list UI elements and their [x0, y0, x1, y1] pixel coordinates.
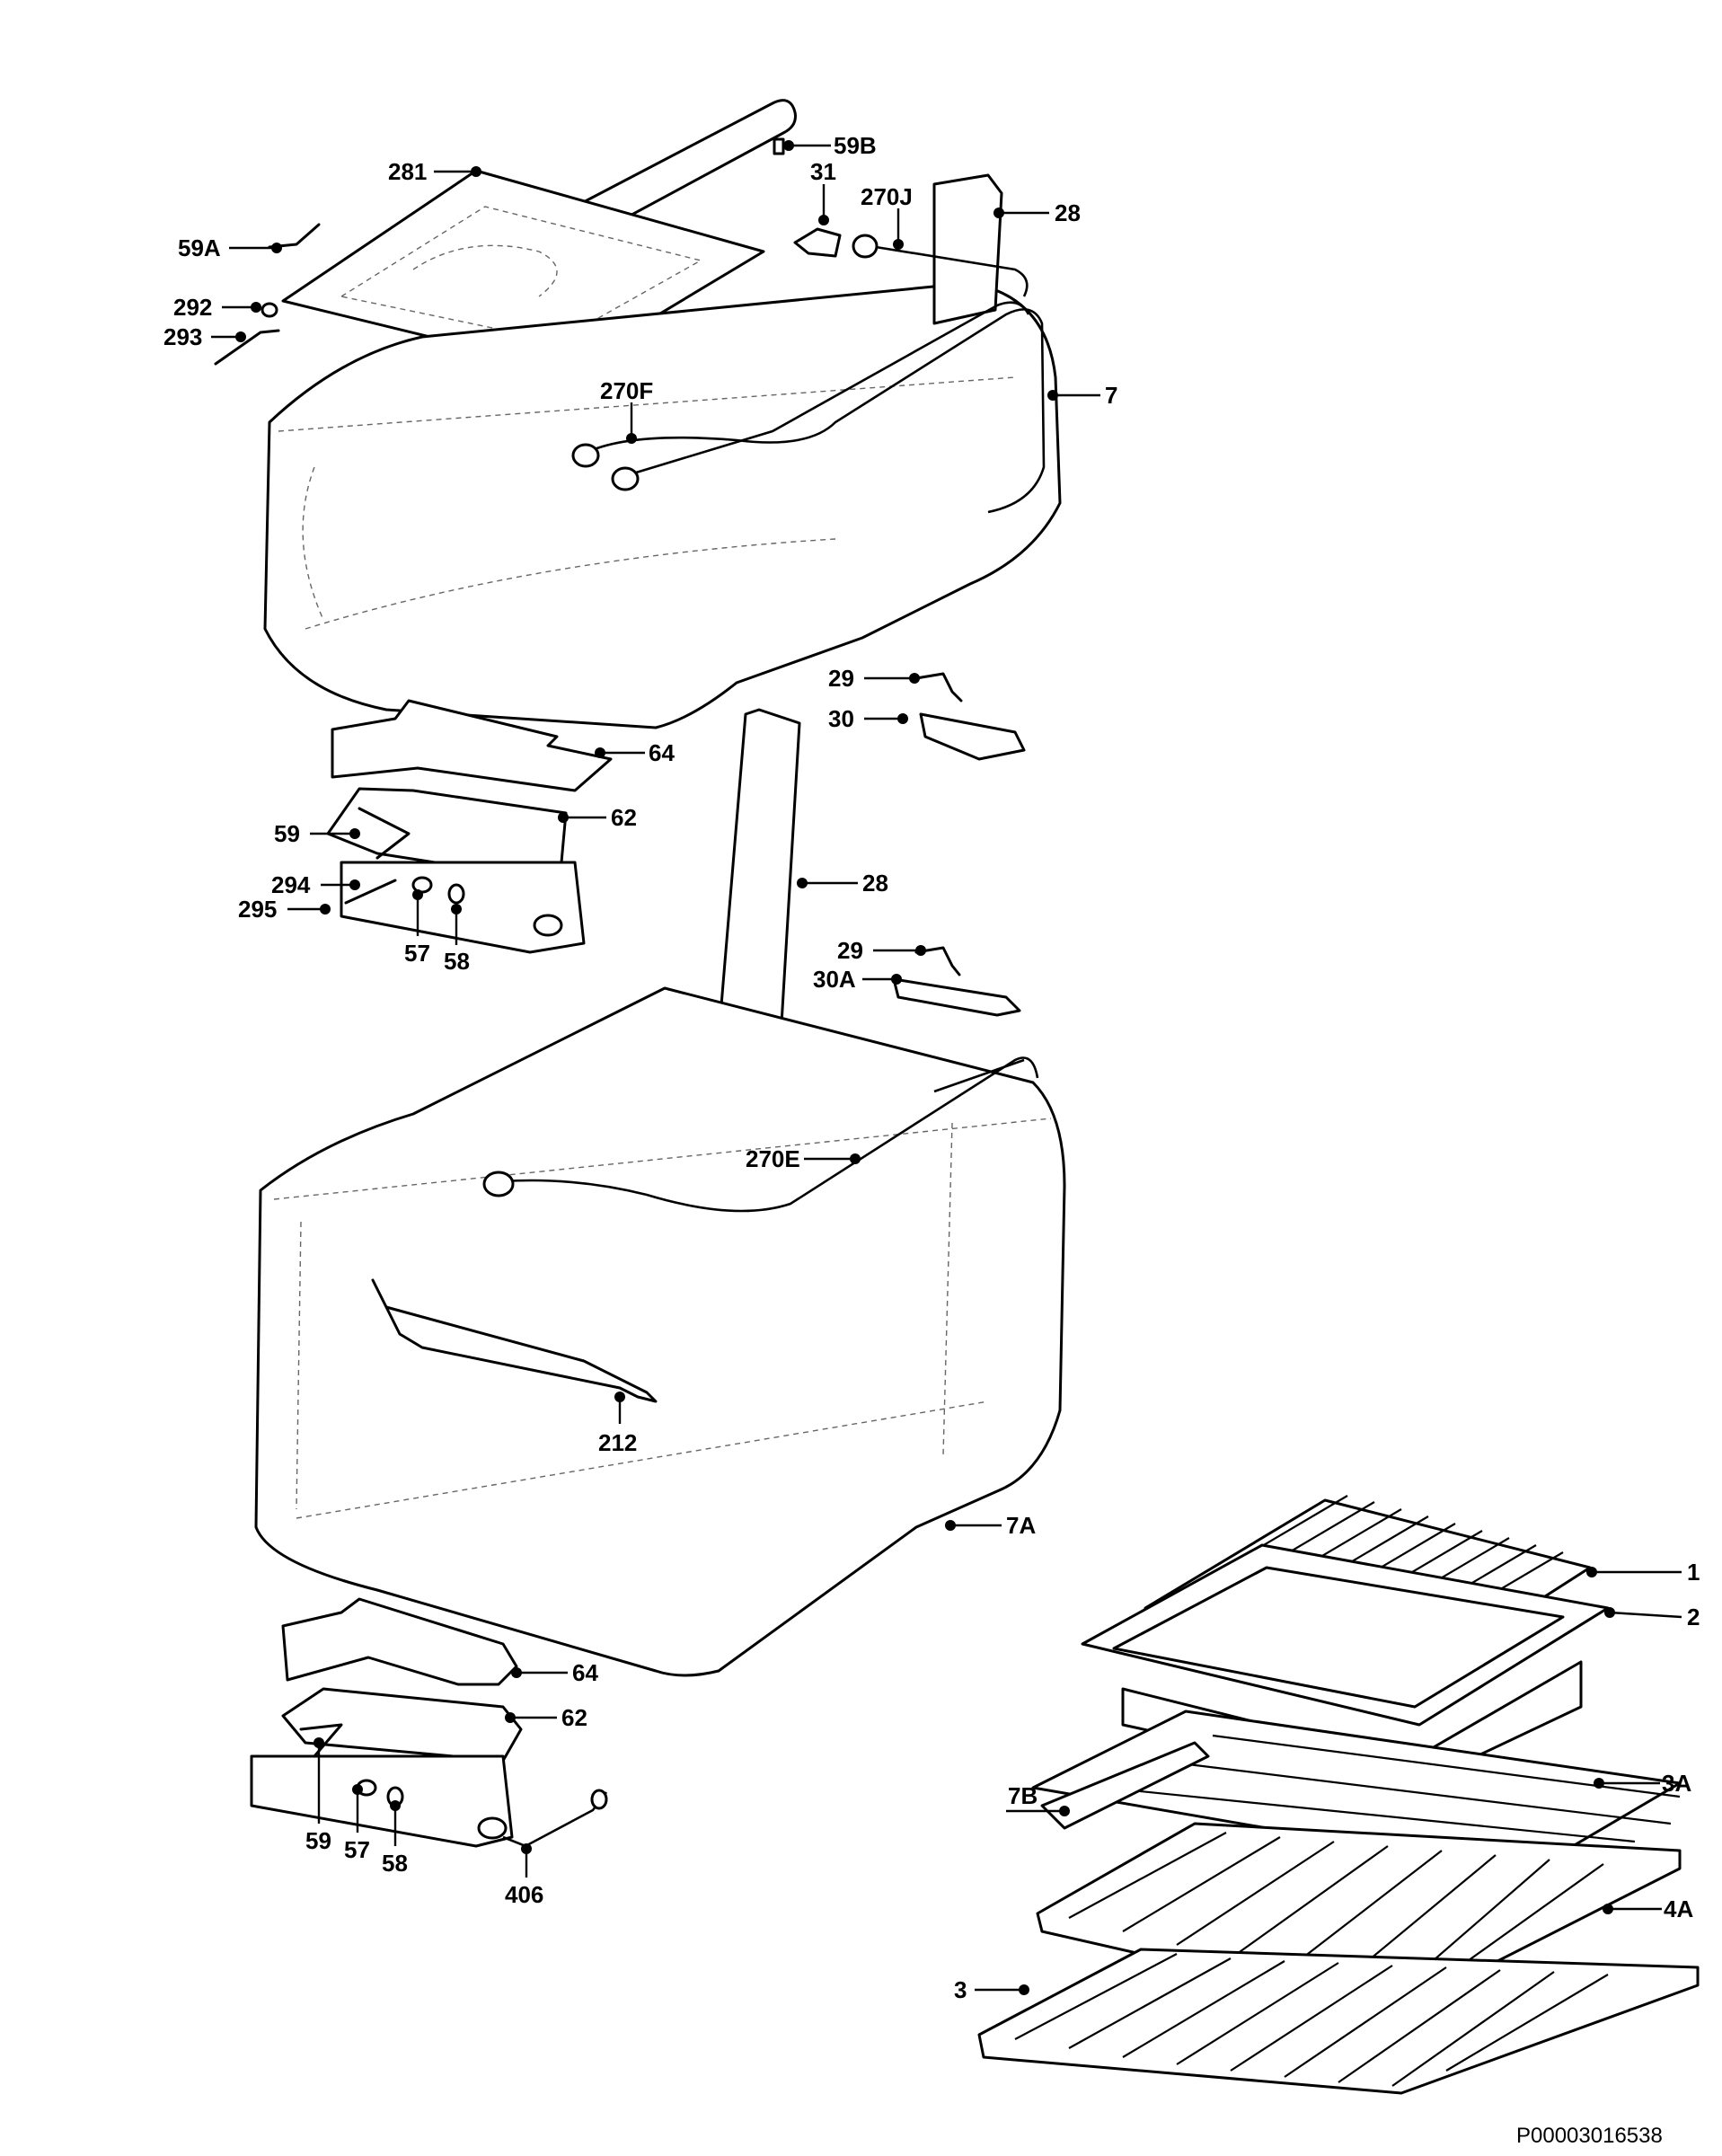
callout-294: 294 — [271, 871, 360, 898]
callout-7a: 7A — [945, 1512, 1036, 1539]
label-3a: 3A — [1662, 1770, 1691, 1797]
label-58-lower: 58 — [382, 1850, 408, 1877]
callout-28-middle: 28 — [797, 870, 888, 897]
callout-30: 30 — [828, 705, 908, 732]
label-7: 7 — [1105, 382, 1117, 409]
callout-58-upper: 58 — [444, 904, 470, 975]
accessory-racks — [977, 1495, 1700, 2095]
lower-bracket-assembly — [250, 1597, 608, 1848]
callout-7: 7 — [1047, 382, 1117, 409]
label-212: 212 — [598, 1429, 637, 1456]
callout-281: 281 — [388, 158, 481, 185]
label-29-lower: 29 — [837, 937, 863, 964]
label-64-upper: 64 — [649, 739, 675, 766]
label-31: 31 — [810, 158, 836, 185]
label-28-middle: 28 — [862, 870, 888, 897]
label-62-upper: 62 — [611, 804, 637, 831]
label-4a: 4A — [1664, 1895, 1693, 1922]
callout-62-lower: 62 — [505, 1704, 587, 1731]
callout-270e: 270E — [746, 1145, 861, 1172]
upper-oven-cavity — [214, 99, 1062, 729]
label-281: 281 — [388, 158, 427, 185]
callout-3a: 3A — [1594, 1770, 1691, 1797]
label-270f: 270F — [600, 377, 653, 404]
callout-270f: 270F — [600, 377, 653, 444]
callout-29-lower: 29 — [837, 937, 926, 964]
label-2: 2 — [1687, 1604, 1700, 1630]
label-30a: 30A — [813, 966, 856, 993]
callout-62-upper: 62 — [558, 804, 637, 831]
callout-64-lower: 64 — [511, 1659, 598, 1686]
label-3: 3 — [954, 1976, 967, 2003]
label-59a: 59A — [178, 234, 221, 261]
callout-270j: 270J — [861, 183, 913, 250]
label-293: 293 — [163, 323, 202, 350]
callout-57-lower: 57 — [344, 1784, 370, 1863]
callout-295: 295 — [238, 896, 331, 923]
callout-64-upper: 64 — [595, 739, 675, 766]
label-295: 295 — [238, 896, 277, 923]
callout-3: 3 — [954, 1976, 1029, 2003]
label-29-upper: 29 — [828, 665, 854, 692]
callout-31: 31 — [810, 158, 836, 225]
label-58-upper: 58 — [444, 948, 470, 975]
label-30: 30 — [828, 705, 854, 732]
side-channel-and-clips — [717, 672, 1026, 1039]
callout-59-lower: 59 — [305, 1737, 331, 1854]
label-406: 406 — [505, 1881, 543, 1908]
callout-29-upper: 29 — [828, 665, 920, 692]
callout-30a: 30A — [813, 966, 902, 993]
callout-57-upper: 57 — [404, 889, 430, 967]
label-7b: 7B — [1008, 1782, 1038, 1809]
callout-59-upper: 59 — [274, 820, 360, 847]
lower-oven-cavity — [254, 986, 1066, 1677]
label-57-upper: 57 — [404, 940, 430, 967]
label-59-upper: 59 — [274, 820, 300, 847]
label-59b: 59B — [834, 132, 877, 159]
label-294: 294 — [271, 871, 311, 898]
callouts: 281 59B 31 270J 28 59A 292 — [163, 132, 1700, 2003]
callout-59a: 59A — [178, 234, 282, 261]
label-59-lower: 59 — [305, 1827, 331, 1854]
callout-212: 212 — [598, 1392, 637, 1456]
callout-7b: 7B — [1006, 1782, 1070, 1816]
document-code: P00003016538 — [1516, 2124, 1663, 2148]
label-64-lower: 64 — [572, 1659, 598, 1686]
callout-292: 292 — [173, 294, 261, 321]
callout-406: 406 — [505, 1843, 543, 1908]
callout-59b: 59B — [783, 132, 877, 159]
label-292: 292 — [173, 294, 212, 321]
label-1: 1 — [1687, 1559, 1700, 1586]
label-28-top: 28 — [1055, 199, 1081, 226]
upper-bracket-assembly — [326, 699, 613, 954]
label-7a: 7A — [1006, 1512, 1036, 1539]
label-57-lower: 57 — [344, 1836, 370, 1863]
callout-2: 2 — [1604, 1604, 1700, 1630]
label-62-lower: 62 — [561, 1704, 587, 1731]
label-270j: 270J — [861, 183, 913, 210]
callout-58-lower: 58 — [382, 1800, 408, 1877]
callout-293: 293 — [163, 323, 246, 350]
callout-4a: 4A — [1603, 1895, 1693, 1922]
callout-1: 1 — [1586, 1559, 1700, 1586]
label-270e: 270E — [746, 1145, 800, 1172]
callout-28-top: 28 — [993, 199, 1081, 226]
